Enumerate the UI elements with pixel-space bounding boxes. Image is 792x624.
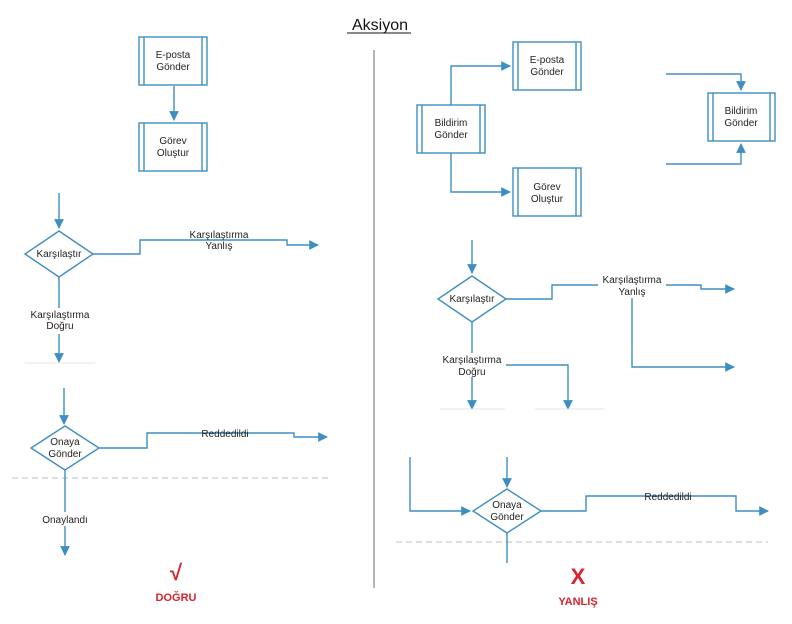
right-compare-diamond: Karşılaştır xyxy=(436,275,508,323)
right-compare-true-label-bg xyxy=(438,353,506,377)
right-approval-diamond: Onaya Gönder xyxy=(471,488,543,534)
left-compare-label: Karşılaştır xyxy=(36,249,82,260)
right-compare-false-arrow-2 xyxy=(631,296,735,372)
left-compare-diamond: Karşılaştır xyxy=(23,230,95,278)
right-rejected-arrow xyxy=(541,495,769,516)
right-compare-false-label-bg xyxy=(598,274,666,298)
left-approval-line2: Gönder xyxy=(48,449,82,460)
left-approved-label: Onaylandı xyxy=(42,515,88,526)
right-send-notification-box: Bildirim Gönder xyxy=(416,104,486,154)
left-approved-label-bg xyxy=(36,512,94,526)
left-create-task-line1: Görev xyxy=(159,136,186,147)
page-title: Aksiyon xyxy=(352,17,408,34)
right-compare-false-line1: Karşılaştırma xyxy=(603,275,662,286)
right-notify-to-email-arrow xyxy=(450,61,511,105)
left-rejected-label: Reddedildi xyxy=(201,429,248,440)
right-create-task-line1: Görev xyxy=(533,182,560,193)
right-compare-false-line2: Yanlış xyxy=(618,287,645,298)
left-compare-false-arrow xyxy=(93,239,319,255)
right-verdict-label: YANLIŞ xyxy=(558,596,597,608)
right-notify2-in-arrow-bottom xyxy=(666,143,746,165)
right-create-task-box: Görev Oluştur xyxy=(512,167,582,217)
left-approval-diamond: Onaya Gönder xyxy=(29,425,101,471)
left-compare-false-line2: Yanlış xyxy=(205,241,232,252)
right-notify-to-task-arrow xyxy=(450,153,511,197)
left-compare-true-line1: Karşılaştırma xyxy=(31,310,90,321)
right-approval-line2: Gönder xyxy=(490,512,524,523)
right-send-email-line1: E-posta xyxy=(530,55,565,66)
left-send-email-box: E-posta Gönder xyxy=(138,36,208,86)
left-verdict-label: DOĞRU xyxy=(156,591,197,604)
left-create-task-line2: Oluştur xyxy=(157,148,190,159)
right-rejected-label: Reddedildi xyxy=(644,492,691,503)
right-compare-true-line1: Karşılaştırma xyxy=(443,355,502,366)
left-compare-true-line2: Doğru xyxy=(46,321,73,332)
right-send-notification-2-box: Bildirim Gönder xyxy=(707,92,776,142)
left-create-task-box: Görev Oluştur xyxy=(138,122,208,172)
left-compare-false-line1: Karşılaştırma xyxy=(190,230,249,241)
right-create-task-line2: Oluştur xyxy=(531,194,564,205)
left-rejected-arrow xyxy=(99,432,328,449)
right-notify2-in-arrow-top xyxy=(666,73,746,91)
left-send-email-line2: Gönder xyxy=(156,62,190,73)
left-send-email-line1: E-posta xyxy=(156,50,191,61)
check-icon: √ xyxy=(170,560,183,585)
left-compare-true-label-bg xyxy=(22,308,104,334)
right-compare-label: Karşılaştır xyxy=(449,294,495,305)
right-send-notification-line2: Gönder xyxy=(434,130,468,141)
right-compare-true-line2: Doğru xyxy=(458,367,485,378)
right-send-notification-2-line1: Bildirim xyxy=(725,106,758,117)
right-approval-line1: Onaya xyxy=(492,500,522,511)
right-send-notification-2-line2: Gönder xyxy=(724,118,758,129)
cross-icon: X xyxy=(571,564,586,589)
right-send-notification-line1: Bildirim xyxy=(435,118,468,129)
right-send-email-line2: Gönder xyxy=(530,67,564,78)
left-approval-line1: Onaya xyxy=(50,437,80,448)
right-send-email-box: E-posta Gönder xyxy=(512,41,582,91)
right-approval-in-arrow-left xyxy=(409,457,471,516)
